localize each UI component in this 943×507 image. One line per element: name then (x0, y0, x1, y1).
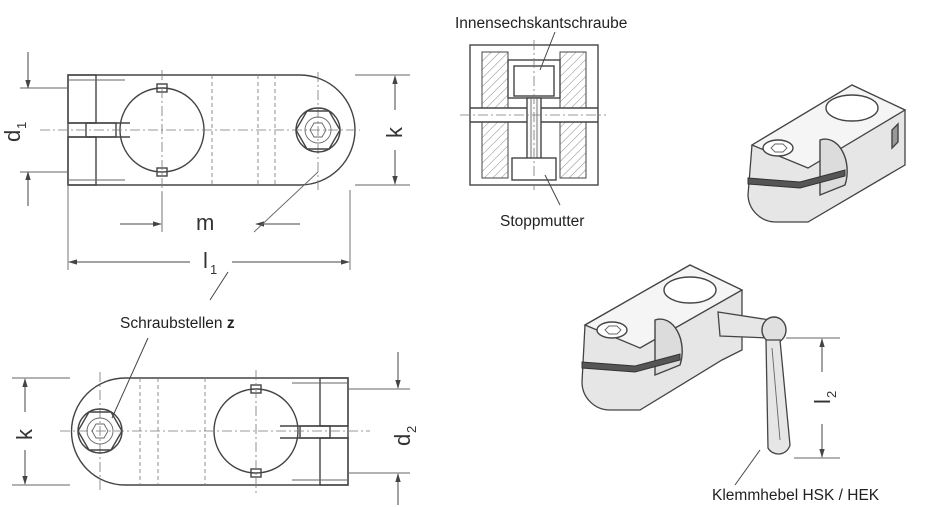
dim-d2-letter: d (390, 434, 415, 446)
label-screw-points-text: Schraubstellen (120, 315, 223, 332)
label-stop-nut: Stoppmutter (500, 213, 584, 230)
label-screw-points-symbol: z (227, 315, 235, 332)
dim-d2-index: 2 (404, 426, 419, 433)
dim-d1-index: 1 (14, 122, 29, 129)
dim-l2-index: 2 (824, 391, 839, 398)
dim-d1-letter: d (0, 130, 25, 142)
label-screw-points: Schraubstellen z (120, 315, 235, 332)
dim-l2-letter: l (810, 399, 835, 404)
label-socket-screw: Innensechskantschraube (455, 15, 627, 32)
dim-l2: l 2 (810, 391, 839, 404)
label-clamp-lever: Klemmhebel HSK / HEK (712, 487, 880, 504)
dim-m: m (196, 210, 214, 235)
dim-k-bottom: k (12, 428, 37, 440)
dim-l1: l 1 (203, 248, 217, 277)
dim-d2: d 2 (390, 426, 419, 446)
top-view (20, 52, 410, 270)
section-view (460, 31, 606, 206)
dim-l1-index: 1 (210, 262, 217, 277)
isometric-clamp (747, 84, 907, 223)
dim-k-top: k (382, 126, 407, 138)
dim-d1: d 1 (0, 122, 29, 142)
isometric-clamp-with-lever (581, 264, 840, 486)
bottom-view (12, 271, 410, 505)
dim-l1-letter: l (203, 248, 208, 273)
